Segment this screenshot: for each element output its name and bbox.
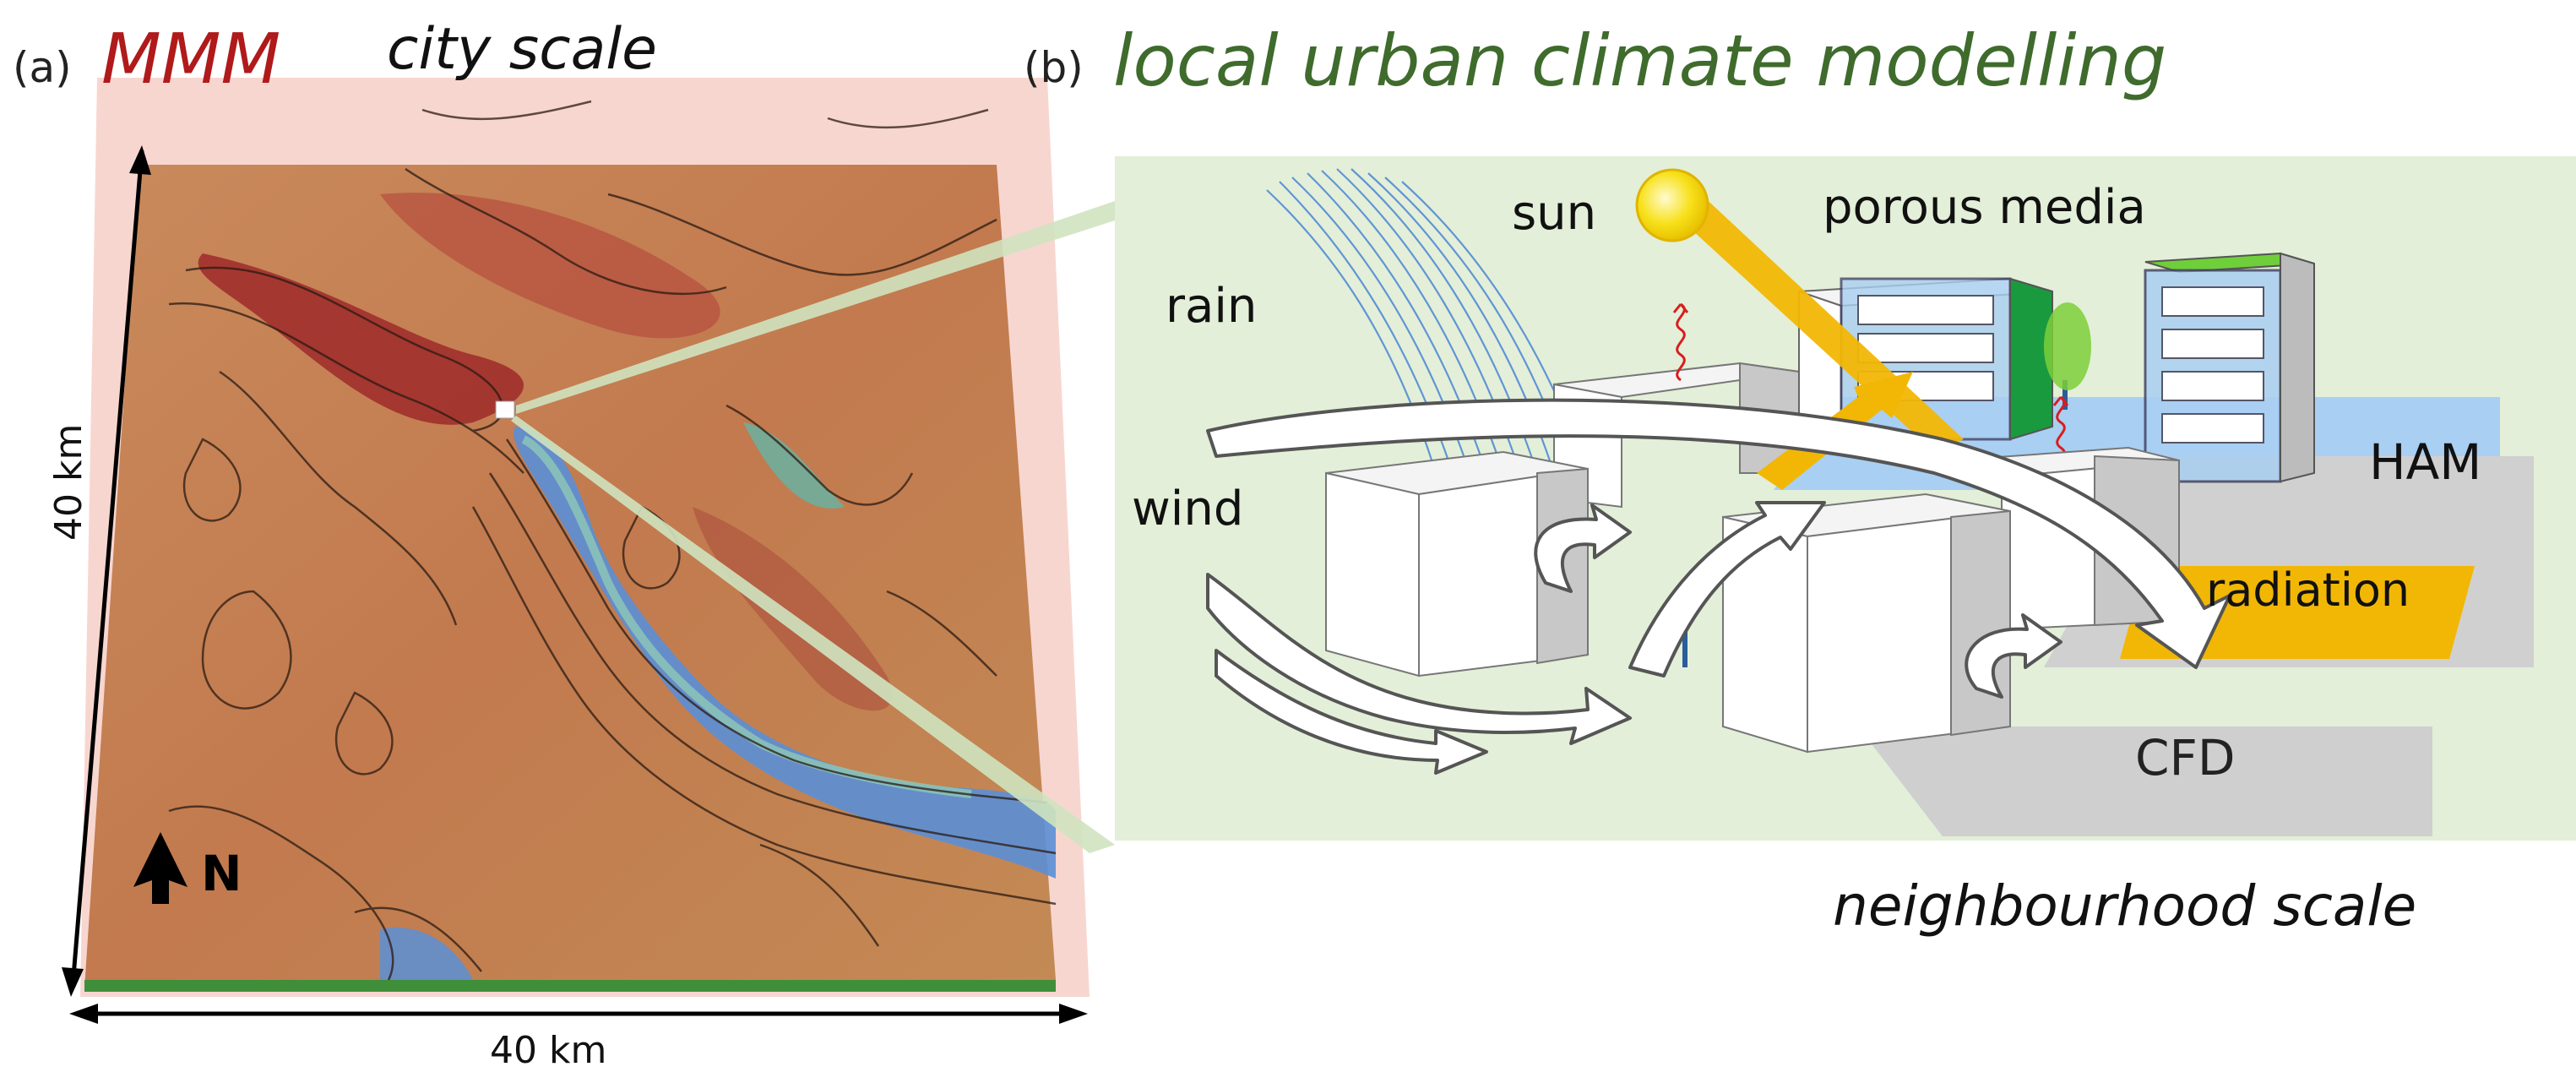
rain-label: rain bbox=[1166, 279, 1258, 334]
panel-a-scale-title: city scale bbox=[387, 16, 658, 83]
study-area-marker bbox=[495, 400, 515, 419]
building-front-left bbox=[1325, 450, 1589, 678]
panel-a-model-title: MMM bbox=[101, 19, 281, 100]
vertical-distance-label: 40 km bbox=[47, 423, 90, 541]
porous-media-label: porous media bbox=[1823, 180, 2146, 235]
panel-a-letter: (a) bbox=[13, 43, 72, 92]
map-ridge bbox=[198, 253, 524, 425]
map-bottom-strip bbox=[84, 980, 1056, 992]
map-lake bbox=[514, 426, 1056, 879]
panel-b-letter: (b) bbox=[1024, 43, 1084, 92]
building-front-middle bbox=[1722, 493, 2011, 754]
cfd-layer bbox=[1858, 727, 2432, 836]
neighbourhood-scale-label: neighbourhood scale bbox=[1833, 873, 2417, 939]
map-ridge-2 bbox=[380, 193, 720, 339]
heat-emission-icon bbox=[1672, 302, 2069, 475]
sun-label: sun bbox=[1512, 186, 1597, 241]
map-lake-south bbox=[380, 928, 473, 988]
porous-building-2 bbox=[2144, 252, 2315, 483]
vertical-scale-arrow bbox=[62, 145, 151, 997]
north-label: N bbox=[201, 845, 242, 902]
zoom-connector bbox=[511, 201, 1149, 853]
panel-b-title: local urban climate modelling bbox=[1113, 19, 2167, 102]
horizontal-scale-arrow bbox=[69, 1004, 1088, 1024]
ham-label: HAM bbox=[2369, 433, 2482, 491]
cfd-label: CFD bbox=[2135, 729, 2236, 786]
horizontal-distance-label: 40 km bbox=[490, 1029, 607, 1072]
wind-arrows bbox=[1206, 398, 2231, 775]
map-small-lake bbox=[743, 422, 845, 509]
radiation-label: radiation bbox=[2206, 563, 2410, 617]
north-arrow bbox=[133, 832, 187, 904]
wind-label: wind bbox=[1132, 482, 1244, 536]
